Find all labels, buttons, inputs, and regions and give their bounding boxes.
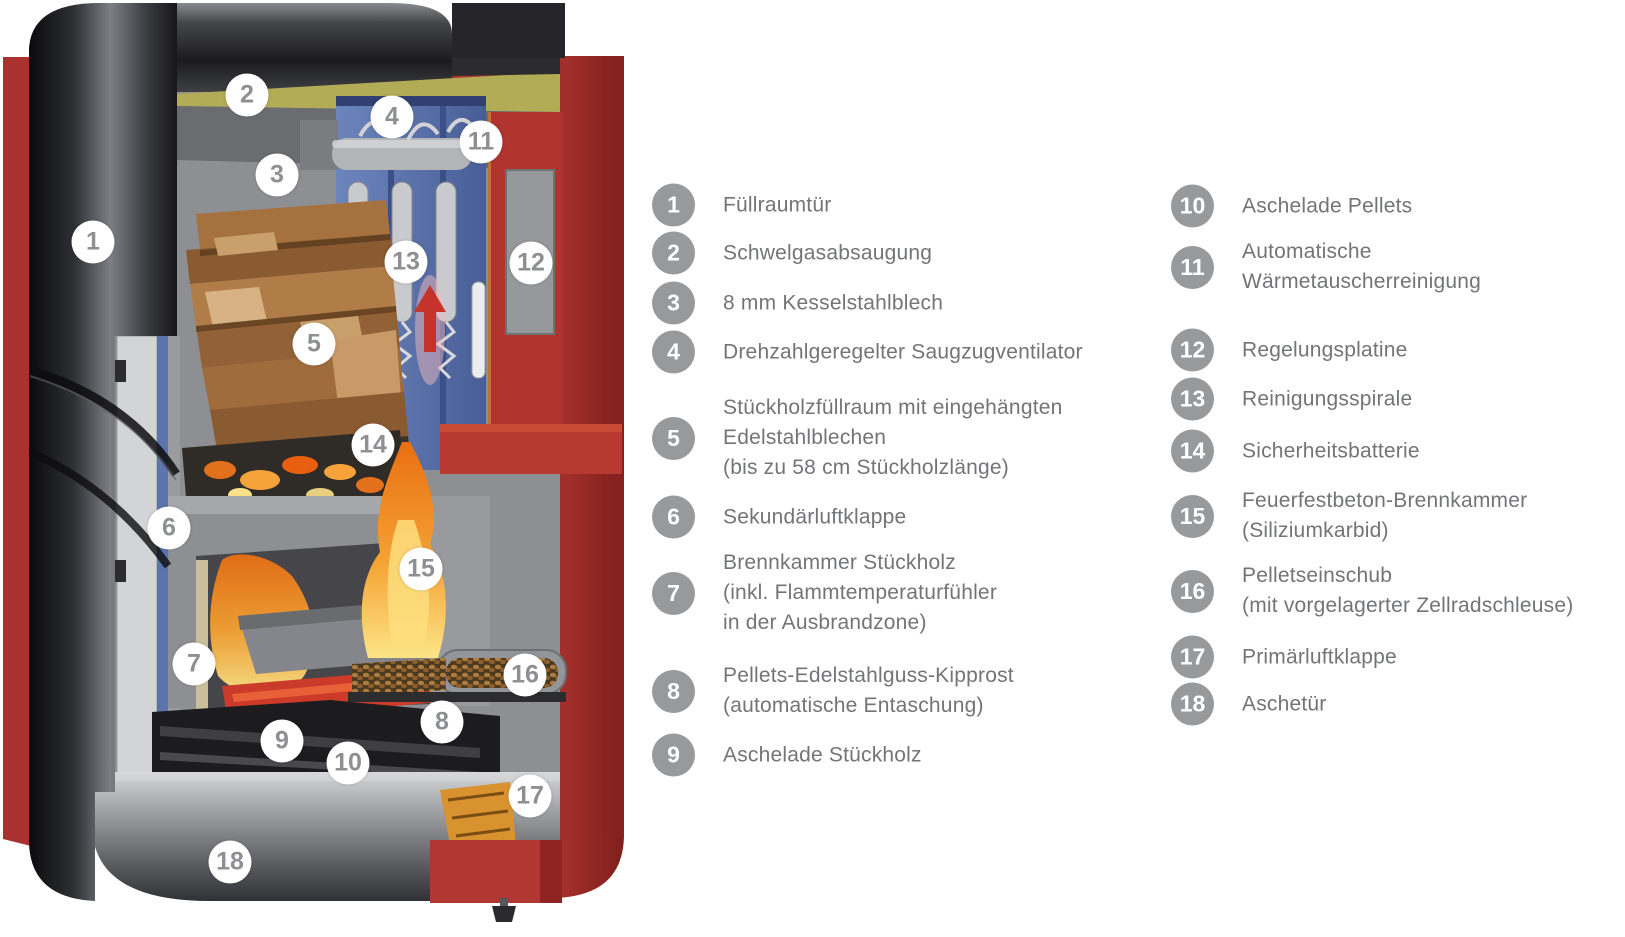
primary-air-flap: [440, 782, 516, 856]
legend-label-7: Brennkammer Stückholz (inkl. Flammtemper…: [723, 551, 998, 634]
callout-13: 13: [384, 240, 428, 284]
legend-item-9: 9 Aschelade Stückholz: [652, 733, 922, 777]
callout-2: 2: [225, 73, 269, 117]
legend-circle-15: 15: [1171, 494, 1214, 538]
callout-1: 1: [71, 220, 115, 264]
callout-11: 11: [459, 120, 503, 164]
legend-item-11: 11 Automatische Wärmetauscherreinigung: [1171, 237, 1481, 297]
fan-motor: [300, 120, 338, 170]
legend-item-14: 14 Sicherheitsbatterie: [1171, 429, 1420, 473]
callout-3: 3: [255, 153, 299, 197]
legend-label-16: Pelletseinschub (mit vorgelagerter Zellr…: [1242, 564, 1574, 617]
callout-8: 8: [420, 700, 464, 744]
door-seam-upper: [28, 365, 180, 477]
legend-circle-9: 9: [652, 733, 695, 777]
callout-6: 6: [147, 506, 191, 550]
legend-circle-14: 14: [1171, 429, 1214, 473]
legend-circle-16: 16: [1171, 569, 1214, 613]
legend-item-7: 7 Brennkammer Stückholz (inkl. Flammtemp…: [652, 548, 997, 638]
legend-item-6: 6 Sekundärluftklappe: [652, 495, 907, 539]
legend-circle-2: 2: [652, 231, 695, 275]
legend-circle-8: 8: [652, 669, 695, 713]
door-seam-lower: [28, 448, 172, 569]
legend-label-18: Aschetür: [1242, 692, 1327, 715]
legend-label-2: Schwelgasabsaugung: [723, 241, 933, 264]
legend-circle-7: 7: [652, 571, 695, 615]
callout-18: 18: [208, 840, 252, 884]
boiler-illustration: 1 2 3 4 5 6 7 8 9 10 11 12 13 14 15 16 1…: [0, 0, 640, 937]
red-foot-block: [430, 840, 562, 922]
callout-5: 5: [292, 322, 336, 366]
legend-label-5: Stückholzfüllraum mit eingehängten Edels…: [723, 396, 1063, 479]
callout-16: 16: [503, 653, 547, 697]
legend-item-1: 1 Füllraumtür: [652, 183, 832, 227]
legend-item-3: 3 8 mm Kesselstahlblech: [652, 281, 944, 325]
legend-label-6: Sekundärluftklappe: [723, 505, 907, 528]
callout-9: 9: [260, 719, 304, 763]
legend-circle-4: 4: [652, 330, 695, 374]
legend-item-5: 5 Stückholzfüllraum mit eingehängten Ede…: [652, 393, 1063, 483]
callout-12: 12: [509, 241, 553, 285]
left-red-panel: [3, 57, 31, 846]
legend-item-12: 12 Regelungsplatine: [1171, 328, 1408, 372]
legend-label-8: Pellets-Edelstahlguss-Kipprost (automati…: [723, 664, 1014, 717]
callout-4: 4: [370, 95, 414, 139]
boiler-cutaway-graphic: [3, 3, 624, 922]
red-ledge: [440, 424, 622, 474]
legend-circle-12: 12: [1171, 328, 1214, 372]
legend-circle-13: 13: [1171, 377, 1214, 421]
legend-item-4: 4 Drehzahlgeregelter Saugzugventilator: [652, 330, 1083, 374]
legend-circle-5: 5: [652, 416, 695, 460]
callout-14: 14: [351, 423, 395, 467]
legend-item-10: 10 Aschelade Pellets: [1171, 184, 1413, 228]
hood-right-section: [452, 3, 565, 58]
legend-label-10: Aschelade Pellets: [1242, 194, 1413, 217]
legend-label-14: Sicherheitsbatterie: [1242, 439, 1420, 462]
legend-circle-6: 6: [652, 495, 695, 539]
legend-item-15: 15 Feuerfestbeton-Brennkammer (Siliziumk…: [1171, 486, 1527, 546]
legend-label-4: Drehzahlgeregelter Saugzugventilator: [723, 340, 1083, 363]
callout-17: 17: [508, 774, 552, 818]
legend-item-18: 18 Aschetür: [1171, 682, 1327, 726]
legend-circle-3: 3: [652, 281, 695, 325]
legend-item-13: 13 Reinigungsspirale: [1171, 377, 1413, 421]
safety-battery-tube: [471, 281, 486, 379]
legend-label-15: Feuerfestbeton-Brennkammer (Siliziumkarb…: [1242, 489, 1528, 542]
legend-label-9: Aschelade Stückholz: [723, 743, 922, 766]
callout-7: 7: [172, 642, 216, 686]
legend-circle-18: 18: [1171, 682, 1214, 726]
legend-label-11: Automatische Wärmetauscherreinigung: [1242, 240, 1482, 293]
legend-circle-11: 11: [1171, 245, 1214, 289]
legend-item-17: 17 Primärluftklappe: [1171, 635, 1397, 679]
legend-circle-17: 17: [1171, 635, 1214, 679]
callout-10: 10: [326, 741, 370, 785]
legend-label-17: Primärluftklappe: [1242, 645, 1397, 668]
legend-item-8: 8 Pellets-Edelstahlguss-Kipprost (automa…: [652, 661, 1014, 721]
legend-circle-10: 10: [1171, 184, 1214, 228]
legend-item-2: 2 Schwelgasabsaugung: [652, 231, 933, 275]
legend-circle-1: 1: [652, 183, 695, 227]
ash-drawers: [152, 700, 500, 778]
legend-item-16: 16 Pelletseinschub (mit vorgelagerter Ze…: [1171, 561, 1573, 621]
front-pillar: [29, 3, 177, 901]
legend-label-13: Reinigungsspirale: [1242, 387, 1413, 410]
legend-label-12: Regelungsplatine: [1242, 338, 1408, 361]
legend-label-3: 8 mm Kesselstahlblech: [723, 291, 944, 314]
callout-15: 15: [399, 547, 443, 591]
legend-label-1: Füllraumtür: [723, 193, 832, 216]
